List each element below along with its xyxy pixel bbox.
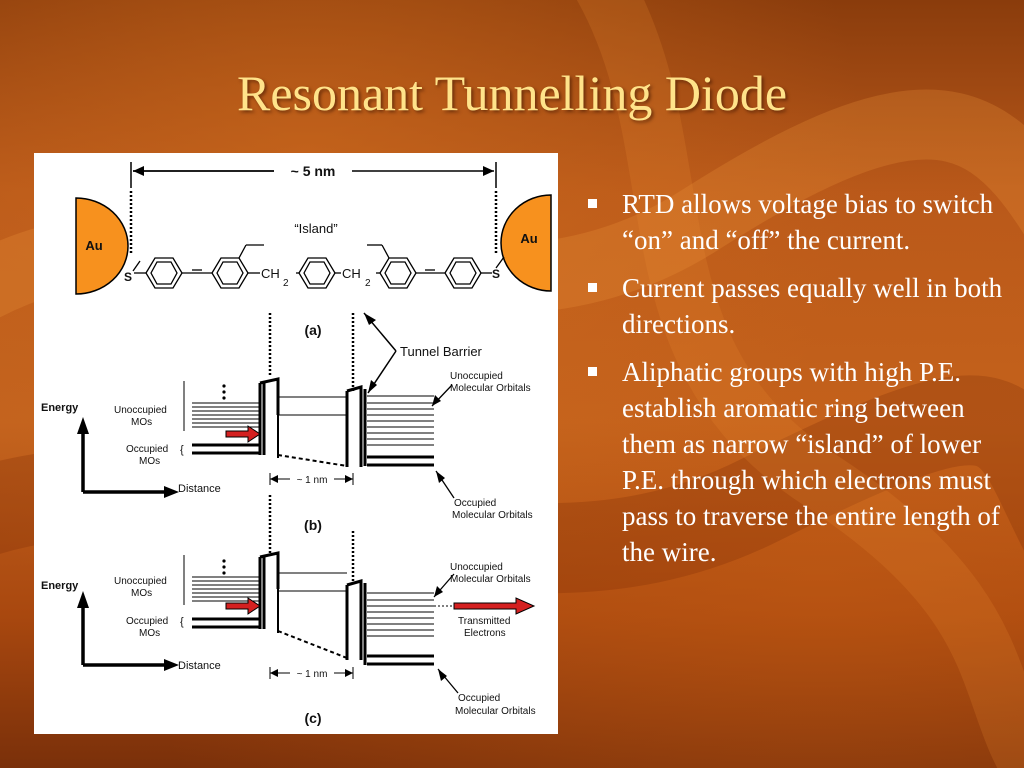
ch2-right-subscript: 2 <box>365 278 371 289</box>
occ-orb-b-1: Occupied <box>454 498 496 509</box>
unocc-mos-b-2: MOs <box>131 417 152 428</box>
transmitted-arrow <box>453 597 536 615</box>
one-nm-label-c: ~ 1 nm <box>297 669 328 680</box>
ch2-right-label: CH <box>342 266 361 281</box>
slide-title: Resonant Tunnelling Diode <box>236 65 788 121</box>
panel-c-label: (c) <box>304 710 321 726</box>
energy-label-c: Energy <box>41 580 79 592</box>
energy-label-b: Energy <box>41 402 79 414</box>
s-right-label: S <box>492 267 500 281</box>
width-label: ~ 5 nm <box>291 163 336 179</box>
occ-orb-c-1: Occupied <box>458 693 500 704</box>
electron-arrow-c <box>225 597 261 615</box>
width-dimension: ~ 5 nm <box>130 162 497 188</box>
au-left-label: Au <box>85 238 102 253</box>
unocc-mos-c-1: Unoccupied <box>114 576 167 587</box>
energy-diagram-c <box>77 495 536 679</box>
distance-label-c: Distance <box>178 660 221 672</box>
unocc-orb-b-2: Molecular Orbitals <box>450 383 531 394</box>
brace-c: { <box>180 616 184 628</box>
bullet-item: RTD allows voltage bias to switch “on” a… <box>588 186 1008 258</box>
occ-mos-c-2: MOs <box>139 628 160 639</box>
bullet-square-icon <box>588 283 597 292</box>
unocc-mos-c-2: MOs <box>131 588 152 599</box>
bullet-square-icon <box>588 367 597 376</box>
unocc-orb-c-2: Molecular Orbitals <box>450 574 531 585</box>
au-electrode-left <box>75 197 129 295</box>
island-label: “Island” <box>294 221 337 236</box>
transmitted-label-2: Electrons <box>464 628 506 639</box>
au-right-label: Au <box>520 231 537 246</box>
brace-b: { <box>180 444 184 456</box>
bullet-text: Current passes equally well in both dire… <box>622 273 1003 339</box>
bullet-item: Current passes equally well in both dire… <box>588 270 1008 342</box>
ch2-left-subscript: 2 <box>283 278 289 289</box>
unocc-mos-b-1: Unoccupied <box>114 405 167 416</box>
occ-mos-c-1: Occupied <box>126 616 168 627</box>
bullet-text: Aliphatic groups with high P.E. establis… <box>622 357 1000 567</box>
unocc-orb-b-1: Unoccupied <box>450 371 503 382</box>
one-nm-label-b: ~ 1 nm <box>297 475 328 486</box>
tunnel-barrier-label: Tunnel Barrier <box>400 344 483 359</box>
occ-mos-b-2: MOs <box>139 456 160 467</box>
panel-a-label: (a) <box>304 322 321 338</box>
panel-b-label: (b) <box>304 517 322 533</box>
electron-arrow-b <box>225 425 261 443</box>
distance-label-b: Distance <box>178 483 221 495</box>
bullet-item: Aliphatic groups with high P.E. establis… <box>588 354 1008 570</box>
occ-mos-b-1: Occupied <box>126 444 168 455</box>
occ-orb-b-2: Molecular Orbitals <box>452 510 533 521</box>
rtd-diagram: ~ 5 nm “Island” Au Au S S CH 2 <box>34 153 558 734</box>
energy-diagram-b <box>77 313 434 498</box>
occ-orb-c-2: Molecular Orbitals <box>455 706 536 717</box>
bullet-text: RTD allows voltage bias to switch “on” a… <box>622 189 994 255</box>
s-left-label: S <box>124 270 132 284</box>
molecular-wire <box>134 244 492 289</box>
transmitted-label-1: Transmitted <box>458 616 510 627</box>
ch2-left-label: CH <box>261 266 280 281</box>
au-electrode-right <box>500 194 552 292</box>
unocc-orb-c-1: Unoccupied <box>450 562 503 573</box>
bullet-square-icon <box>588 199 597 208</box>
bullet-list: RTD allows voltage bias to switch “on” a… <box>588 186 1008 582</box>
